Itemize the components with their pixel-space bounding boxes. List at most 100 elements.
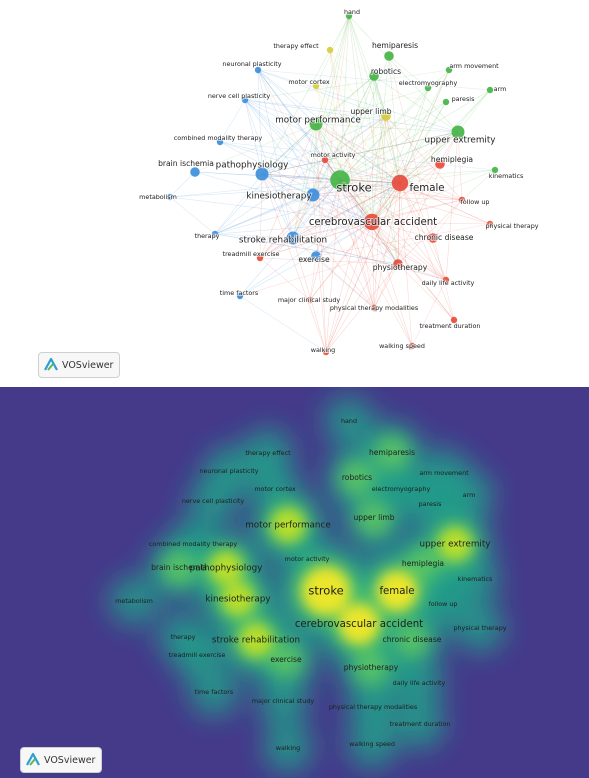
term-node[interactable] [311, 251, 321, 261]
term-node[interactable] [408, 342, 416, 350]
term-node[interactable] [312, 82, 320, 90]
term-node[interactable] [363, 213, 381, 231]
term-node[interactable] [190, 167, 200, 177]
term-node[interactable] [241, 96, 249, 104]
term-node[interactable] [255, 167, 269, 181]
term-node[interactable] [451, 125, 465, 139]
term-label[interactable]: motor activity [285, 555, 330, 563]
term-label[interactable]: stroke [336, 180, 373, 196]
term-label[interactable]: therapy [194, 231, 221, 241]
term-node[interactable] [450, 316, 458, 324]
term-label[interactable]: follow up [460, 197, 491, 207]
term-node[interactable] [424, 84, 432, 92]
term-label[interactable]: upper limb [353, 513, 394, 522]
term-label[interactable]: female [409, 182, 446, 195]
term-label[interactable]: electromyography [398, 78, 458, 88]
term-node[interactable] [486, 86, 494, 94]
term-node[interactable] [286, 231, 300, 245]
term-label[interactable]: therapy effect [273, 41, 320, 51]
term-label[interactable]: kinematics [488, 171, 525, 181]
term-node[interactable] [322, 348, 330, 356]
term-label[interactable]: arm movement [419, 469, 469, 477]
term-label[interactable]: walking speed [378, 341, 425, 351]
term-label[interactable]: hemiplegia [430, 154, 474, 165]
term-label[interactable]: physiotherapy [372, 262, 428, 273]
term-node[interactable] [326, 46, 334, 54]
term-node[interactable] [306, 188, 320, 202]
term-label[interactable]: neuronal plasticity [222, 59, 283, 69]
term-label[interactable]: treadmill exercise [169, 651, 226, 659]
term-label[interactable]: kinesiotherapy [246, 191, 313, 203]
term-label[interactable]: treatment duration [419, 321, 482, 331]
term-label[interactable]: neuronal plasticity [199, 467, 258, 475]
term-label[interactable]: major clinical study [277, 295, 341, 305]
term-node[interactable] [384, 51, 394, 61]
term-label[interactable]: paresis [419, 500, 442, 508]
term-label[interactable]: upper extremity [424, 135, 497, 147]
term-label[interactable]: upper extremity [420, 540, 491, 550]
term-label[interactable]: kinesiotherapy [205, 595, 270, 605]
term-node[interactable] [491, 166, 499, 174]
term-node[interactable] [435, 159, 445, 169]
term-label[interactable]: time factors [219, 288, 260, 298]
term-label[interactable]: kinematics [458, 575, 493, 583]
term-label[interactable]: treatment duration [390, 720, 451, 728]
term-node[interactable] [458, 196, 466, 204]
term-node[interactable] [486, 220, 494, 228]
term-label[interactable]: motor cortex [254, 485, 296, 493]
term-label[interactable]: physiotherapy [344, 663, 399, 672]
term-label[interactable]: robotics [370, 66, 402, 77]
term-label[interactable]: robotics [342, 473, 372, 482]
term-node[interactable] [393, 259, 403, 269]
term-label[interactable]: brain ischemia [151, 563, 207, 572]
term-node[interactable] [428, 233, 438, 243]
term-label[interactable]: paresis [451, 94, 476, 104]
term-label[interactable]: motor performance [245, 521, 331, 531]
term-node[interactable] [216, 138, 224, 146]
term-node[interactable] [370, 304, 378, 312]
term-label[interactable]: exercise [298, 254, 331, 265]
term-label[interactable]: hand [341, 417, 357, 425]
term-label[interactable]: female [379, 586, 414, 597]
term-label[interactable]: cerebrovascular accident [295, 619, 423, 630]
term-label[interactable]: walking [276, 744, 301, 752]
term-label[interactable]: follow up [429, 600, 458, 608]
term-label[interactable]: pathophysiology [190, 564, 263, 574]
term-label[interactable]: upper limb [350, 106, 393, 117]
term-label[interactable]: electromyography [372, 485, 431, 493]
term-label[interactable]: treadmill exercise [222, 249, 281, 259]
term-label[interactable]: cerebrovascular accident [308, 216, 438, 229]
term-label[interactable]: therapy effect [245, 449, 291, 457]
term-label[interactable]: pathophysiology [215, 160, 289, 172]
term-label[interactable]: brain ischemia [157, 158, 214, 169]
term-node[interactable] [321, 156, 329, 164]
term-node[interactable] [445, 66, 453, 74]
term-label[interactable]: chronic disease [414, 232, 475, 243]
term-node[interactable] [442, 98, 450, 106]
term-node[interactable] [254, 66, 262, 74]
term-label[interactable]: combined modality therapy [173, 133, 263, 143]
term-node[interactable] [330, 170, 350, 190]
term-label[interactable]: chronic disease [383, 635, 442, 644]
term-node[interactable] [166, 193, 174, 201]
term-label[interactable]: physical therapy [485, 221, 540, 231]
term-label[interactable]: arm [493, 84, 507, 94]
term-label[interactable]: nerve cell plasticity [182, 497, 245, 505]
term-label[interactable]: stroke [308, 584, 343, 598]
term-label[interactable]: stroke rehabilitation [212, 636, 300, 646]
term-label[interactable]: hand [343, 7, 361, 17]
term-label[interactable]: arm [463, 491, 476, 499]
term-label[interactable]: hemiparesis [371, 40, 419, 51]
term-label[interactable]: exercise [270, 655, 302, 664]
term-label[interactable]: major clinical study [252, 697, 315, 705]
term-label[interactable]: physical therapy modalities [329, 303, 420, 313]
term-label[interactable]: nerve cell plasticity [207, 91, 271, 101]
term-node[interactable] [256, 254, 264, 262]
term-label[interactable]: therapy [171, 633, 196, 641]
term-label[interactable]: daily life activity [393, 679, 446, 687]
term-label[interactable]: time factors [195, 688, 234, 696]
term-node[interactable] [345, 12, 353, 20]
network-visualization[interactable]: hand therapy effect hemiparesis neuronal pl… [0, 0, 589, 383]
term-label[interactable]: combined modality therapy [149, 540, 238, 548]
